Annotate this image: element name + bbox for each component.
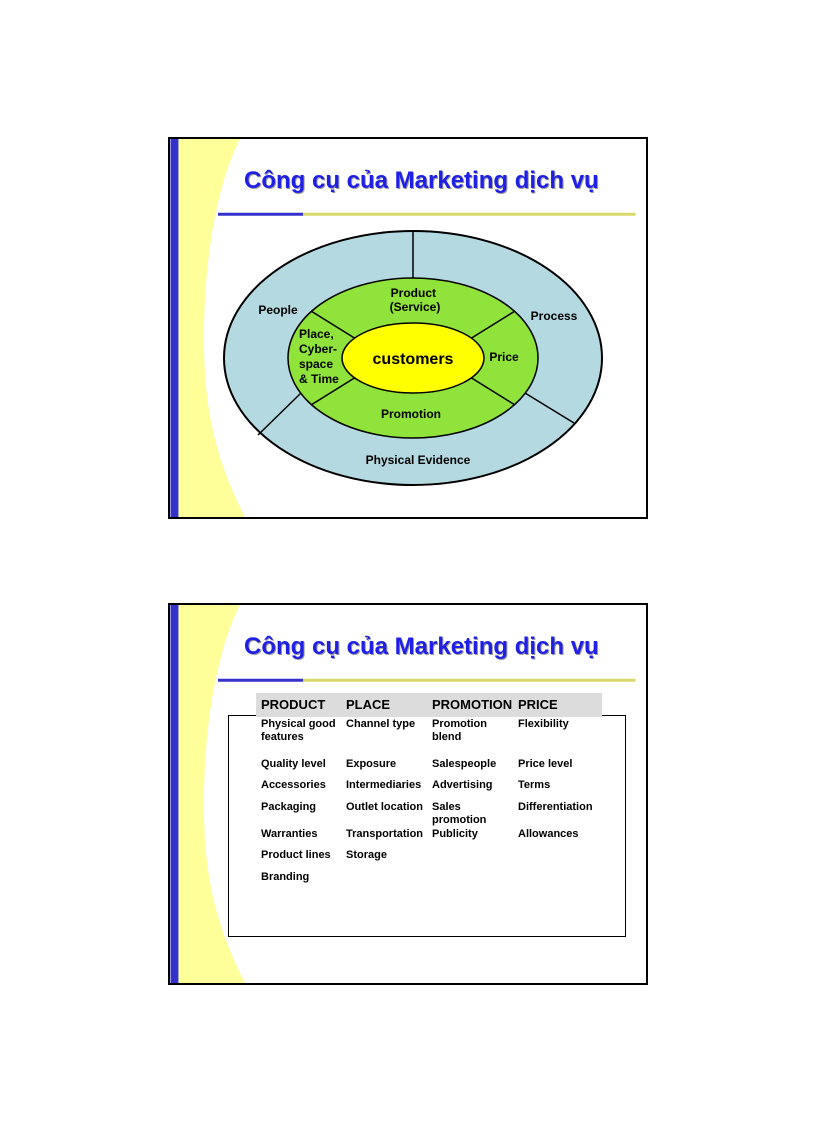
label-place-cyberspace-time: Place, Cyber- space & Time: [299, 327, 340, 386]
inner-divider-bl: [310, 376, 357, 406]
inner-divider-br: [469, 376, 516, 406]
table-cell-promotion: Advertising: [432, 779, 493, 791]
table-cell-product: Physical good features: [261, 718, 336, 743]
table-cell-price: Price level: [518, 758, 573, 770]
label-process: Process: [531, 309, 578, 323]
header-price: PRICE: [518, 697, 558, 712]
label-physical-evidence: Physical Evidence: [366, 453, 471, 467]
slide-decoration: [170, 605, 636, 983]
label-customers: customers: [373, 351, 454, 368]
table-cell-product: Warranties: [261, 828, 318, 840]
label-people: People: [258, 303, 298, 317]
table-cell-price: Terms: [518, 779, 551, 791]
header-place: PLACE: [346, 697, 391, 712]
table-cell-product: Accessories: [261, 779, 326, 791]
label-promotion: Promotion: [381, 407, 441, 421]
slide-decoration: [170, 139, 636, 517]
header-product: PRODUCT: [261, 697, 326, 712]
yellow-swoosh: [170, 605, 245, 983]
table-cell-product: Product lines: [261, 849, 331, 861]
table-cell-price: Differentiation: [518, 801, 593, 813]
label-price: Price: [489, 350, 519, 364]
table-cell-product: Packaging: [261, 801, 317, 813]
table-cell-product: Branding: [261, 871, 310, 883]
table-header-band: [256, 693, 602, 717]
left-blue-bar: [170, 605, 179, 983]
table-cell-promotion: Promotion blend: [432, 718, 487, 743]
table-cell-place: Channel type: [346, 718, 416, 730]
services-marketing-mix-diagram: People Process Physical Evidence Product…: [223, 230, 603, 486]
table-cell-price: Flexibility: [518, 718, 569, 730]
slide-title: Công cụ của Marketing dịch vụ: [244, 167, 599, 194]
table-cell-place: Outlet location: [346, 801, 423, 813]
outer-divider-left: [257, 392, 302, 436]
table-cell-place: Intermediaries: [346, 779, 422, 791]
center-ellipse: [341, 322, 485, 394]
table-cell-promotion: Sales promotion: [432, 801, 487, 826]
table-cell-product: Quality level: [261, 758, 326, 770]
table-cell-place: Storage: [346, 849, 387, 861]
table-cell-place: Exposure: [346, 758, 397, 770]
table-frame: [228, 715, 626, 937]
inner-divider-tl: [310, 310, 357, 340]
slide-title: Công cụ của Marketing dịch vụ: [244, 633, 599, 660]
label-product-service: Product (Service): [390, 286, 441, 314]
header-promotion: PROMOTION: [432, 697, 513, 712]
left-blue-bar: [170, 139, 179, 517]
table-cell-promotion: Salespeople: [432, 758, 497, 770]
table-cell-promotion: Publicity: [432, 828, 478, 840]
table-cell-price: Allowances: [518, 828, 579, 840]
slide-marketing-mix-diagram: Công cụ của Marketing dịch vụ People Pro…: [168, 137, 648, 519]
slide-marketing-mix-table: Công cụ của Marketing dịch vụ PRODUCT PL…: [168, 603, 648, 985]
inner-divider-tr: [469, 310, 516, 340]
yellow-swoosh: [170, 139, 245, 517]
outer-divider-right: [524, 392, 575, 424]
table-cell-place: Transportation: [346, 828, 424, 840]
